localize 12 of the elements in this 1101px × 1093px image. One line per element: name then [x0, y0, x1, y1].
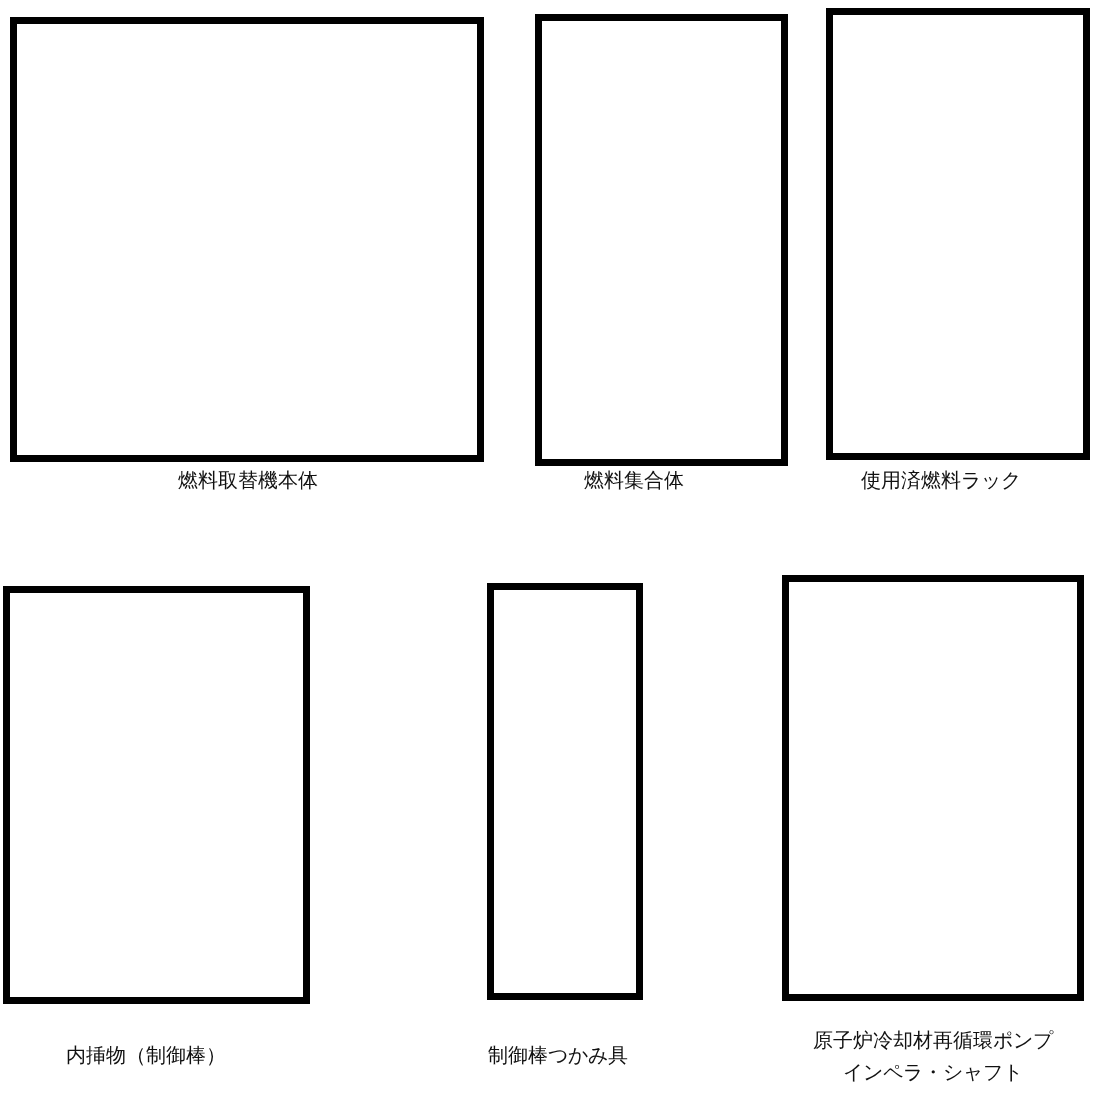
node-label: 制御棒つかみ具: [487, 1042, 629, 1069]
node-label: 燃料取替機本体: [177, 467, 319, 494]
node-label: 燃料集合体: [583, 467, 685, 494]
node-label: 原子炉冷却材再循環ポンプインペラ・シャフト: [812, 1027, 1055, 1086]
empty-frame: [782, 575, 1084, 1001]
node-label: 使用済燃料ラック: [860, 467, 1022, 494]
empty-frame: [535, 14, 788, 466]
empty-frame: [10, 17, 484, 462]
empty-frame: [826, 8, 1090, 460]
empty-frame: [487, 583, 643, 1000]
empty-frame: [3, 586, 310, 1004]
node-label: 内挿物（制御棒）: [65, 1042, 227, 1069]
